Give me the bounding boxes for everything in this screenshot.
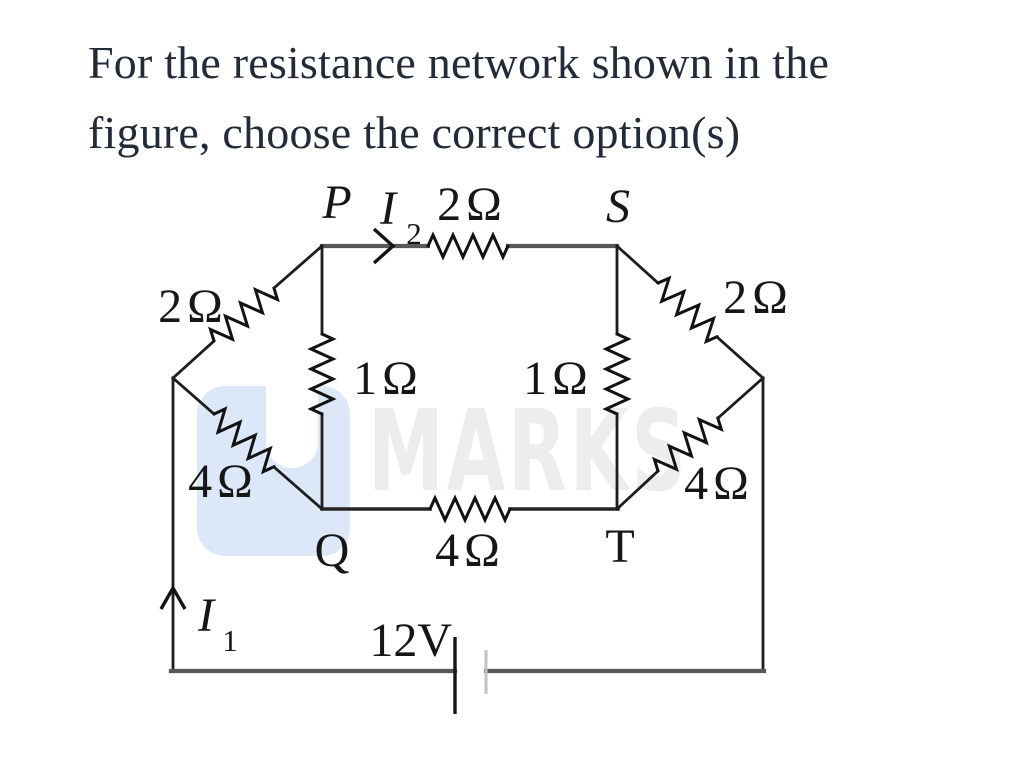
wire-diag-lq-1: [171, 376, 216, 416]
current-label-i1: I: [197, 589, 216, 642]
resistor-label-inner-bottom: 4Ω: [435, 524, 505, 577]
resistor-label-outer-top-right: 2Ω: [723, 271, 793, 324]
node-label-q: Q: [315, 524, 350, 577]
current-arrow-i1: [159, 584, 187, 610]
wire-diag-lp-2: [272, 244, 324, 290]
node-label-t: T: [605, 520, 634, 573]
resistor-outer-top-right: [649, 273, 727, 347]
resistor-label-inner-top: 2Ω: [437, 178, 507, 231]
wire-diag-lp-1: [171, 339, 216, 380]
question-text-line1: For the resistance network shown in the: [88, 37, 830, 88]
node-label-s: S: [606, 180, 630, 233]
watermark-text: MARKS: [368, 386, 689, 517]
resistor-inner-top: [426, 233, 510, 259]
wire-diag-tr-1: [615, 469, 660, 511]
wire-diag-lq-2: [272, 465, 324, 511]
resistor-label-inner-left: 1Ω: [353, 352, 423, 405]
watermark-logo: [197, 386, 350, 556]
wire-diag-sr-2: [715, 335, 765, 380]
resistor-label-outer-bottom-right: 4Ω: [684, 457, 754, 510]
wire-diag-tr-2: [716, 376, 765, 420]
current-label-i1-sub: 1: [222, 623, 238, 658]
wire-diag-sr-1: [615, 244, 660, 285]
current-label-i2: I: [379, 182, 398, 235]
node-label-p: P: [321, 176, 351, 229]
resistor-label-outer-bottom-left: 4Ω: [188, 455, 258, 508]
question-text: For the resistance network shown in the …: [88, 28, 829, 168]
battery-label: 12V: [369, 614, 452, 667]
resistor-label-inner-right: 1Ω: [523, 352, 593, 405]
current-label-i2-sub: 2: [406, 216, 422, 251]
resistor-label-outer-top-left: 2Ω: [158, 280, 228, 333]
current-arrow-i2: [372, 227, 396, 265]
question-text-line2: figure, choose the correct option(s): [88, 107, 741, 158]
